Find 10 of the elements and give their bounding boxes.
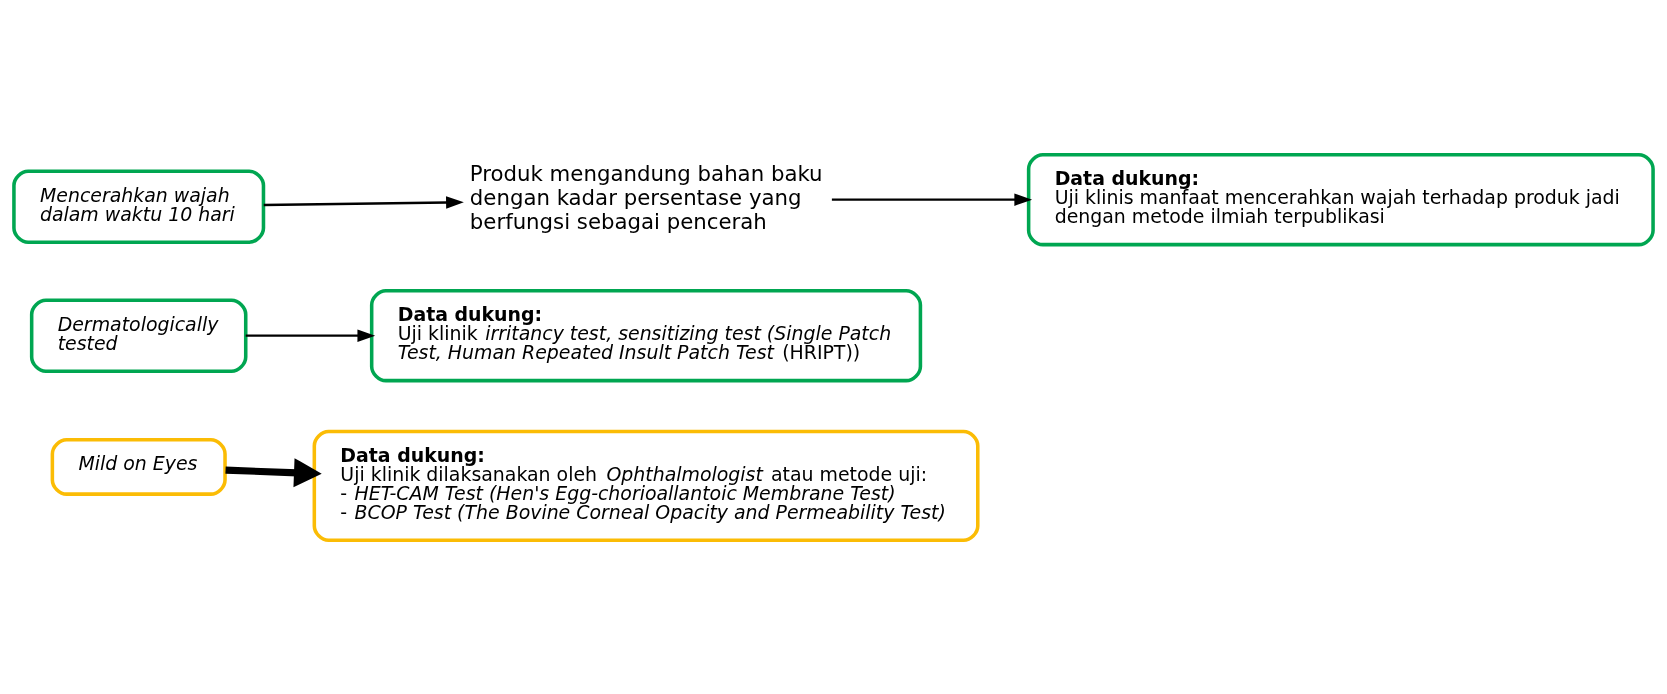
node-text: Produk mengandung bahan baku dengan kadar persentase yang berfungsi sebagai pencerah xyxy=(469,160,823,234)
arrow xyxy=(263,195,464,209)
node-box: Data dukung: Uji klinik irritancy test, sensitizing test (Single Patch Test, Human Repeated Insult Patch Test (HRIPT)) xyxy=(369,288,923,382)
arrow xyxy=(245,328,376,342)
node-box: Data dukung: Uji klinik dilaksanakan oleh Ophthalmologist atau metode uji: - HET-CAM Test (Hen's Egg-chorioallantoic Membrane Test) - BCOP Test (The Bovine Corneal Opacity and Permeability Test) xyxy=(312,429,980,542)
node-box: Dermatologically tested xyxy=(29,297,248,373)
node-box: Data dukung: Uji klinis manfaat mencerahkan wajah terhadap produk jadi dengan metode ilmiah terpublikasi xyxy=(1026,152,1655,246)
node-box: Mencerahkan wajah dalam waktu 10 hari xyxy=(12,169,266,244)
node-box: Mild on Eyes xyxy=(50,437,227,496)
arrow xyxy=(831,192,1033,206)
